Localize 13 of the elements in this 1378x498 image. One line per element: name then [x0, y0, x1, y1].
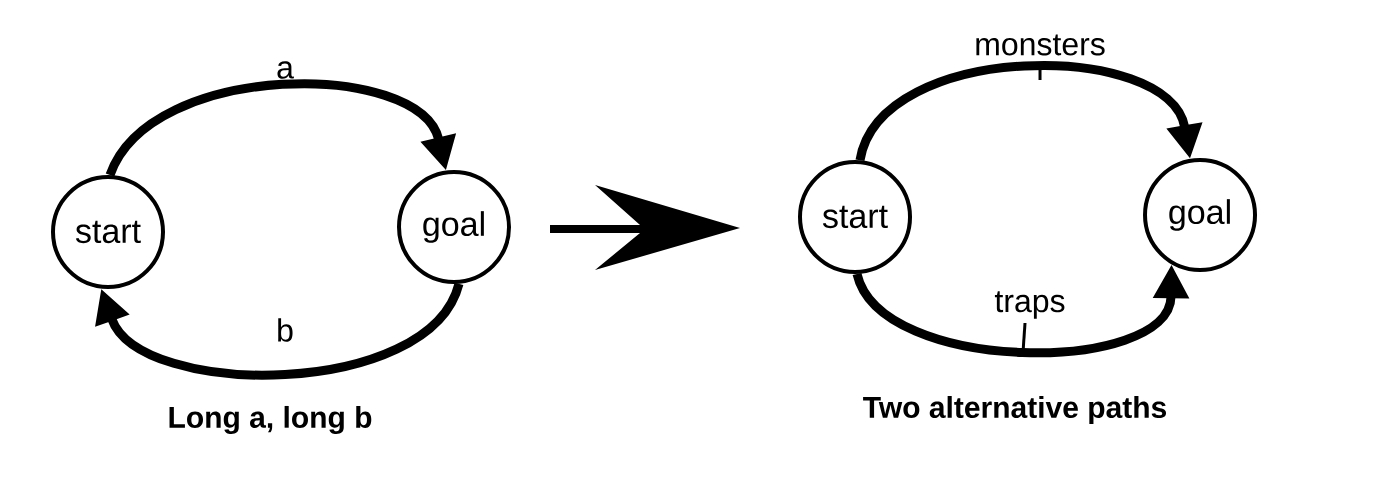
edge-label: a	[277, 61, 294, 79]
curved-arrow	[106, 79, 457, 178]
circle-node: start	[51, 175, 165, 289]
circle-node: goal	[397, 170, 511, 284]
caption: Long a, long b	[169, 405, 372, 435]
circle-node: start	[798, 160, 912, 274]
caption: Two alternative paths	[863, 396, 1166, 424]
edge-label: traps	[994, 291, 1065, 353]
curved-arrow	[95, 281, 464, 380]
edge-label: b	[278, 318, 293, 342]
circle-node: goal	[1143, 158, 1257, 272]
curved-arrow	[855, 61, 1203, 162]
edge-label: monsters	[976, 34, 1105, 80]
